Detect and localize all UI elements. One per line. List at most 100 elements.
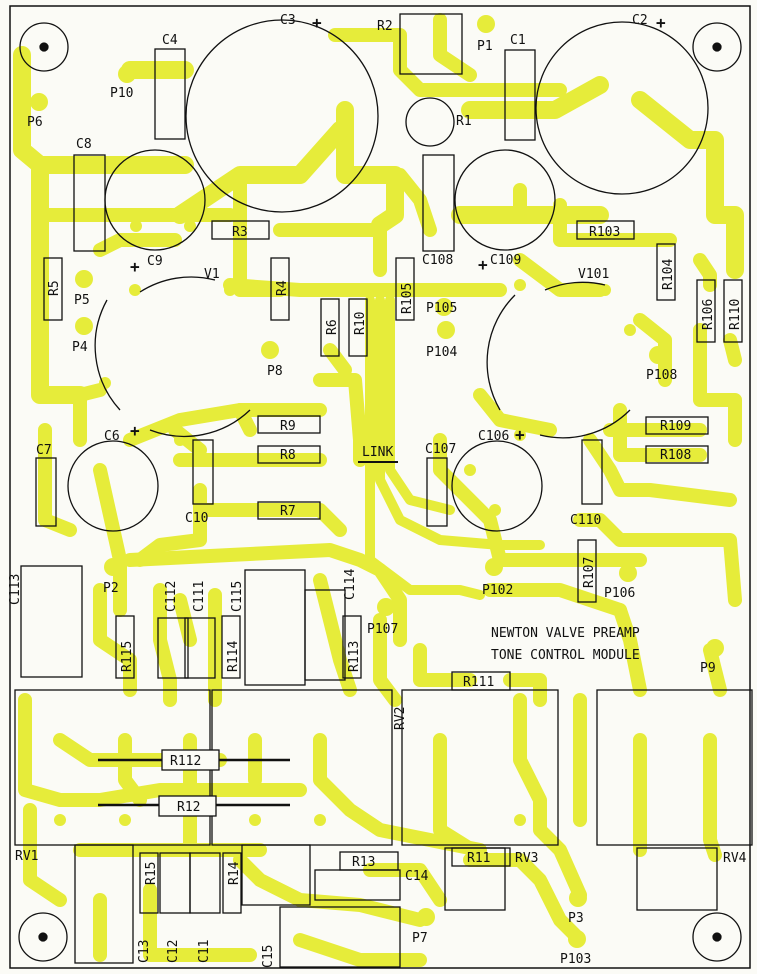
label-r104: R104 [661,259,676,290]
label-c6: C6 [104,429,120,444]
label-r106: R106 [701,299,716,330]
mounting-hole [19,22,69,72]
label-r111: R111 [463,675,494,690]
label-r103: R103 [589,225,620,240]
module-title-line1: NEWTON VALVE PREAMP [491,626,640,641]
label-p105: P105 [426,301,457,316]
svg-text:+: + [478,255,488,274]
label-p3: P3 [568,911,584,926]
label-rv2: RV2 [393,707,408,730]
label-c7: C7 [36,443,52,458]
label-rv1: RV1 [15,849,38,864]
label-r109: R109 [660,419,691,434]
label-r9: R9 [280,419,296,434]
label-c113: C113 [8,574,23,605]
label-p5: P5 [74,293,90,308]
label-c107: C107 [425,442,456,457]
label-p108: P108 [646,368,677,383]
label-p8: P8 [267,364,283,379]
label-c110: C110 [570,513,601,528]
label-r5: R5 [47,280,62,296]
pot-rv4 [596,689,753,846]
label-p107: P107 [367,622,398,637]
label-r108: R108 [660,448,691,463]
label-c111: C111 [192,581,207,612]
label-c4: C4 [162,33,178,48]
label-c8: C8 [76,137,92,152]
label-c2: C2 [632,13,648,28]
label-c108: C108 [422,253,453,268]
svg-text:+: + [515,425,525,444]
label-c109: C109 [490,253,521,268]
label-r105: R105 [400,283,415,314]
label-r14: R14 [227,861,242,885]
capacitor-c2 [535,21,709,195]
mounting-hole [692,912,742,962]
label-r10: R10 [353,312,368,335]
module-title-line2: TONE CONTROL MODULE [491,648,640,663]
component-pads [30,15,724,948]
label-r6: R6 [325,319,340,335]
component-outlines [14,13,753,968]
label-p103: P103 [560,952,591,967]
label-p104: P104 [426,345,457,360]
label-c9: C9 [147,254,163,269]
label-r115: R115 [120,641,135,672]
link-label: LINK [362,445,393,460]
mounting-hole [18,912,68,962]
label-p2: P2 [103,581,119,596]
label-r113: R113 [347,641,362,672]
label-p10: P10 [110,86,133,101]
label-p7: P7 [412,931,428,946]
label-c112: C112 [164,581,179,612]
label-r8: R8 [280,448,296,463]
mounting-hole [692,22,742,72]
label-r3: R3 [232,225,248,240]
svg-text:+: + [130,257,140,276]
label-c3: C3 [280,13,296,28]
label-r13: R13 [352,855,375,870]
label-r7: R7 [280,504,296,519]
copper-tracks [13,13,744,967]
label-c14: C14 [405,869,429,884]
label-c10: C10 [185,511,208,526]
label-r1: R1 [456,114,472,129]
svg-text:+: + [312,13,322,32]
label-c106: C106 [478,429,509,444]
label-v101: V101 [578,267,609,282]
board-outline [9,5,751,969]
capacitor-c3 [185,19,379,213]
label-c114: C114 [343,569,358,600]
label-r15: R15 [144,862,159,885]
svg-text:+: + [656,13,666,32]
label-c15: C15 [261,945,276,968]
label-p9: P9 [700,661,716,676]
label-p6: P6 [27,115,43,130]
label-p106: P106 [604,586,635,601]
label-c13: C13 [137,940,152,963]
label-p1: P1 [477,39,493,54]
label-c1: C1 [510,33,526,48]
label-c11: C11 [197,940,212,963]
label-p102: P102 [482,583,513,598]
label-r11: R11 [467,851,490,866]
label-p4: P4 [72,340,88,355]
label-rv3: RV3 [515,851,538,866]
resistor-r1 [405,97,455,147]
trimpot-r2 [399,13,463,75]
label-r2: R2 [377,19,393,34]
label-rv4: RV4 [723,851,747,866]
label-c115: C115 [230,581,245,612]
label-r107: R107 [582,557,597,588]
label-c12: C12 [166,940,181,963]
label-v1: V1 [204,267,220,282]
label-r12: R12 [177,800,200,815]
svg-text:+: + [130,421,140,440]
label-r4: R4 [275,280,290,296]
label-r114: R114 [226,641,241,672]
label-r112: R112 [170,754,201,769]
label-r110: R110 [728,299,743,330]
